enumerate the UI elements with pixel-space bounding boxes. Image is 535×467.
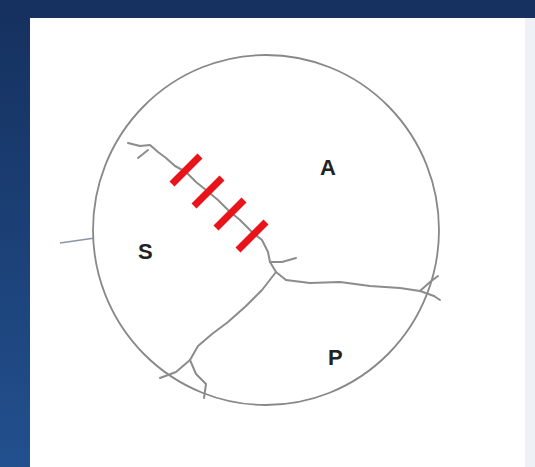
region-label: P xyxy=(328,347,343,369)
panel-edge xyxy=(525,18,535,467)
region-label: A xyxy=(320,157,336,179)
region-label: S xyxy=(138,241,153,263)
suture-marks xyxy=(172,156,266,250)
crack-lines xyxy=(128,143,440,398)
leader-line xyxy=(60,238,95,243)
circle-outline xyxy=(93,55,439,405)
